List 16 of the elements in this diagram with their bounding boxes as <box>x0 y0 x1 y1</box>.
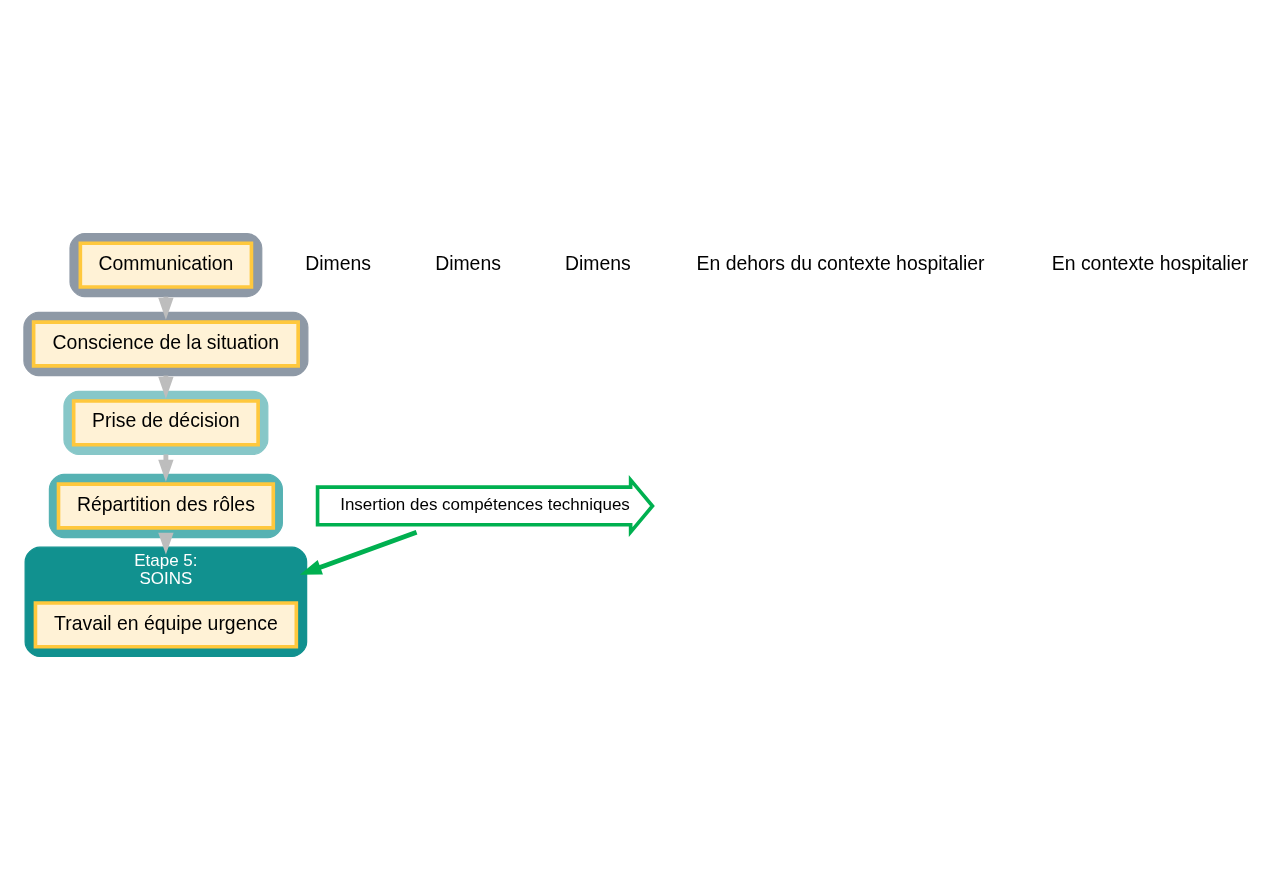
label: En dehors du contexte hospitalier <box>696 251 985 274</box>
arrow <box>158 532 174 555</box>
label: Dimens <box>564 251 631 274</box>
label: En contexte hospitalier <box>1051 251 1249 274</box>
node-box: Répartition des rôles <box>56 482 276 530</box>
node-box: Conscience de la situation <box>31 320 300 368</box>
cluster <box>48 473 283 539</box>
cluster <box>69 232 263 298</box>
label: Dimens <box>435 251 501 274</box>
arrow <box>299 529 418 575</box>
cluster <box>23 311 309 377</box>
label: Dimens <box>305 251 372 274</box>
node-box: Communication <box>78 241 254 289</box>
cluster <box>63 390 269 455</box>
node-box: Prise de décision <box>71 399 260 447</box>
node-box: Travail en équipe urgence <box>33 601 299 649</box>
